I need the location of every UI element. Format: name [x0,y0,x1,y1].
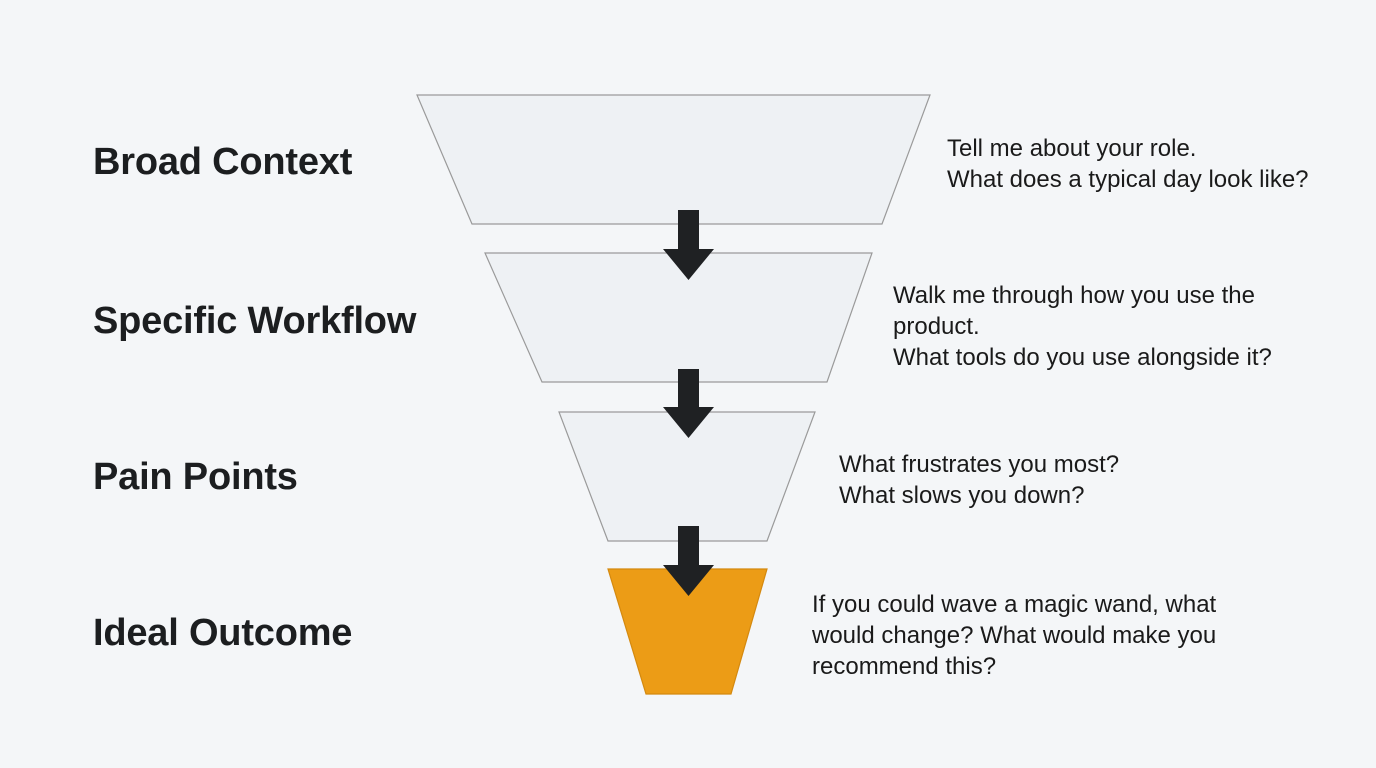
stage-label-specific-workflow: Specific Workflow [93,300,417,342]
stage-label-broad-context: Broad Context [93,141,353,183]
question-line: Tell me about your role. [947,135,1197,162]
question-line: If you could wave a magic wand, what [812,591,1217,618]
question-line: would change? What would make you [812,622,1217,649]
funnel-stage-pain-points [558,411,816,542]
funnel-stage-ideal-outcome [607,568,768,695]
funnel-stage-specific-workflow [484,252,873,383]
question-line: What frustrates you most? [839,451,1120,478]
stage-label-pain-points: Pain Points [93,456,298,498]
question-line: What tools do you use alongside it? [893,344,1272,371]
stage-label-ideal-outcome: Ideal Outcome [93,612,353,654]
question-line: Walk me through how you use the [893,282,1255,309]
down-arrow-icon [663,526,714,596]
question-line: What does a typical day look like? [947,166,1309,193]
questions-specific-workflow: Walk me through how you use the product.… [893,280,1272,373]
question-line: product. [893,313,980,340]
questions-ideal-outcome: If you could wave a magic wand, what wou… [812,589,1216,682]
down-arrow-icon [663,210,714,280]
questions-broad-context: Tell me about your role. What does a typ… [947,133,1309,195]
funnel-stage-broad-context [416,94,931,225]
question-line: What slows you down? [839,482,1085,509]
down-arrow-icon [663,369,714,438]
question-line: recommend this? [812,653,997,680]
questions-pain-points: What frustrates you most? What slows you… [839,449,1119,511]
